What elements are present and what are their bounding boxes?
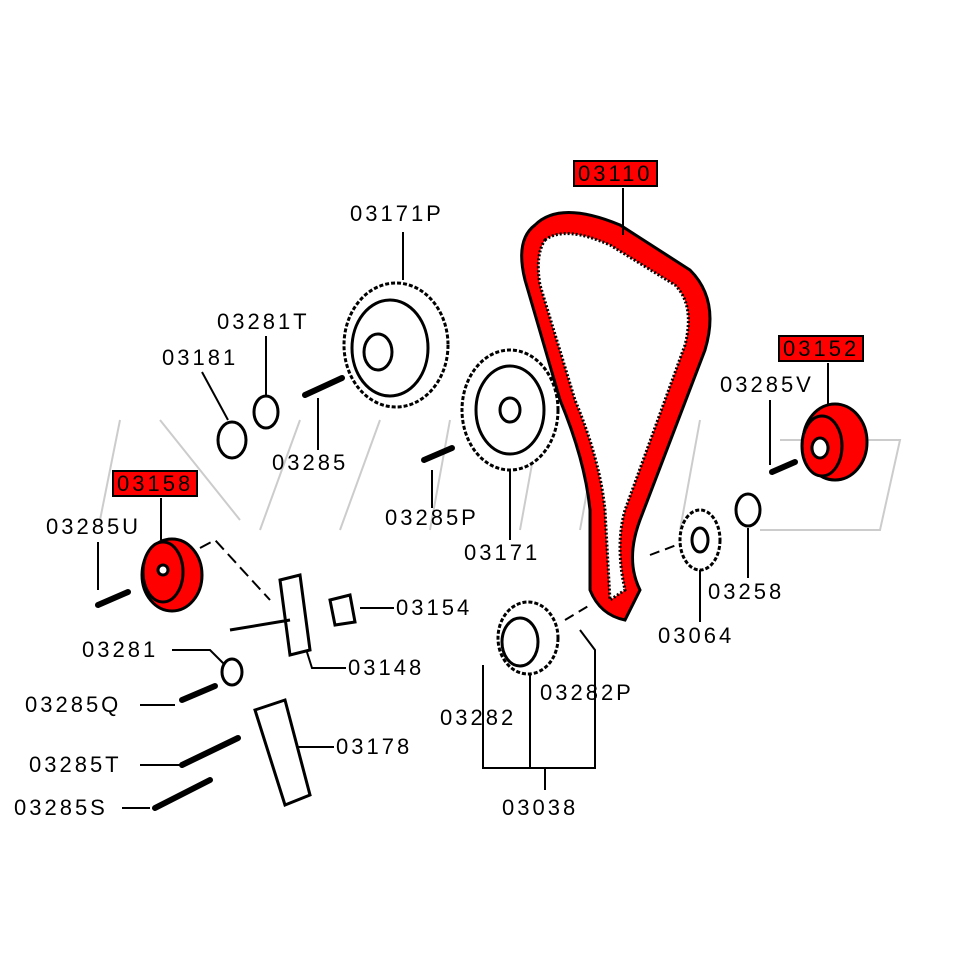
part-label-03038[interactable]: 03038 — [502, 795, 579, 820]
part-label-03178[interactable]: 03178 — [336, 734, 413, 759]
part-label-03285T[interactable]: 03285T — [29, 752, 122, 777]
part-label-03285S[interactable]: 03285S — [14, 795, 108, 820]
part-label-03281T[interactable]: 03281T — [217, 309, 310, 334]
part-label-03171P[interactable]: 03171P — [350, 201, 444, 226]
idler-pulley-03152[interactable] — [800, 402, 869, 482]
washer-03281[interactable] — [220, 657, 244, 687]
part-label-03258[interactable]: 03258 — [708, 579, 785, 604]
part-label-03285U[interactable]: 03285U — [46, 514, 142, 539]
bolts — [95, 375, 798, 811]
part-label-03171[interactable]: 03171 — [464, 540, 541, 565]
part-label-03282P[interactable]: 03282P — [540, 680, 634, 705]
flange-03064[interactable] — [678, 508, 722, 572]
part-label-03285[interactable]: 03285 — [272, 450, 349, 475]
part-label-03148[interactable]: 03148 — [348, 655, 425, 680]
part-label-03064[interactable]: 03064 — [658, 623, 735, 648]
bushing-03154[interactable] — [328, 593, 357, 627]
washer-03281T[interactable] — [252, 394, 280, 430]
part-label-03285Q[interactable]: 03285Q — [25, 692, 122, 717]
washer-03258[interactable] — [734, 492, 762, 528]
part-label-03285V[interactable]: 03285V — [720, 372, 814, 397]
leader-lines — [97, 188, 829, 809]
camshaft-sprocket-03171P[interactable] — [342, 281, 450, 409]
part-label-03158[interactable]: 03158 — [112, 470, 199, 497]
part-label-03181[interactable]: 03181 — [162, 345, 239, 370]
part-label-03281[interactable]: 03281 — [82, 637, 159, 662]
camshaft-sprocket-03171[interactable] — [460, 348, 560, 472]
part-label-03152[interactable]: 03152 — [778, 335, 865, 362]
part-label-03110[interactable]: 03110 — [573, 160, 658, 187]
part-label-03285P[interactable]: 03285P — [385, 505, 479, 530]
crank-sprocket-03038[interactable] — [496, 600, 560, 676]
plate-03181[interactable] — [216, 420, 248, 460]
tensioner-arm-03148[interactable] — [229, 573, 312, 657]
tensioner-pulley-03158[interactable] — [140, 537, 204, 613]
tensioner-03178[interactable] — [253, 698, 312, 807]
part-label-03154[interactable]: 03154 — [396, 595, 473, 620]
part-label-03282[interactable]: 03282 — [440, 705, 517, 730]
